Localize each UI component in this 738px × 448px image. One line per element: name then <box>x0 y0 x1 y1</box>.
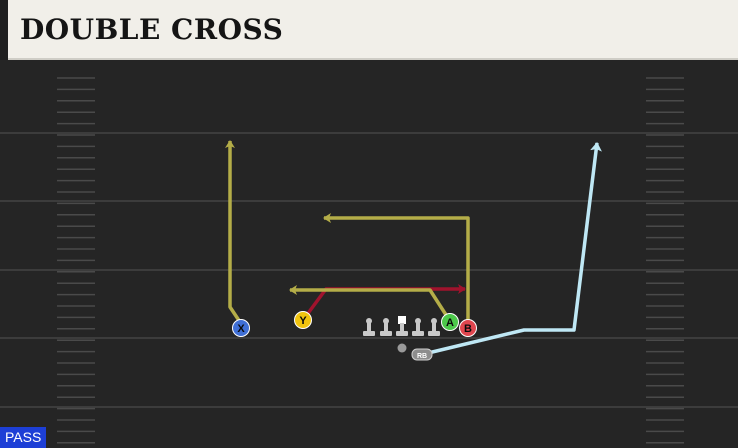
a-label: A <box>446 317 454 329</box>
y-marker <box>294 311 312 329</box>
x-label: X <box>237 323 245 335</box>
route-rb-wheel <box>423 142 602 356</box>
hash-marks <box>57 77 684 444</box>
title-accent <box>0 0 8 60</box>
lineman-right-guard <box>412 318 424 336</box>
b-label: B <box>464 323 472 335</box>
lineman-right-tackle <box>428 318 440 336</box>
a-marker <box>441 313 459 331</box>
quarterback-marker <box>397 343 407 353</box>
lineman-left-guard <box>380 318 392 336</box>
b-marker <box>459 319 477 337</box>
player-x: X <box>232 319 250 337</box>
offensive-line <box>363 316 440 336</box>
yard-lines <box>0 132 738 408</box>
play-title: DOUBLE CROSS <box>20 13 284 46</box>
route-b-dig <box>323 213 470 324</box>
y-label: Y <box>299 315 307 327</box>
play-type-badge: PASS <box>0 427 47 448</box>
lineman-center <box>396 316 408 336</box>
rb-marker <box>411 348 433 361</box>
lineman-left-tackle <box>363 318 375 336</box>
player-b: B <box>459 319 477 337</box>
x-marker <box>232 319 250 337</box>
player-rb: RB <box>411 348 433 361</box>
player-a: A <box>441 313 459 331</box>
route-a-cross <box>289 285 450 319</box>
rb-label: RB <box>417 353 427 360</box>
field-turf <box>0 60 738 448</box>
title-bar: DOUBLE CROSS <box>0 0 738 60</box>
player-y: Y <box>294 311 312 329</box>
route-x-go <box>225 140 242 323</box>
